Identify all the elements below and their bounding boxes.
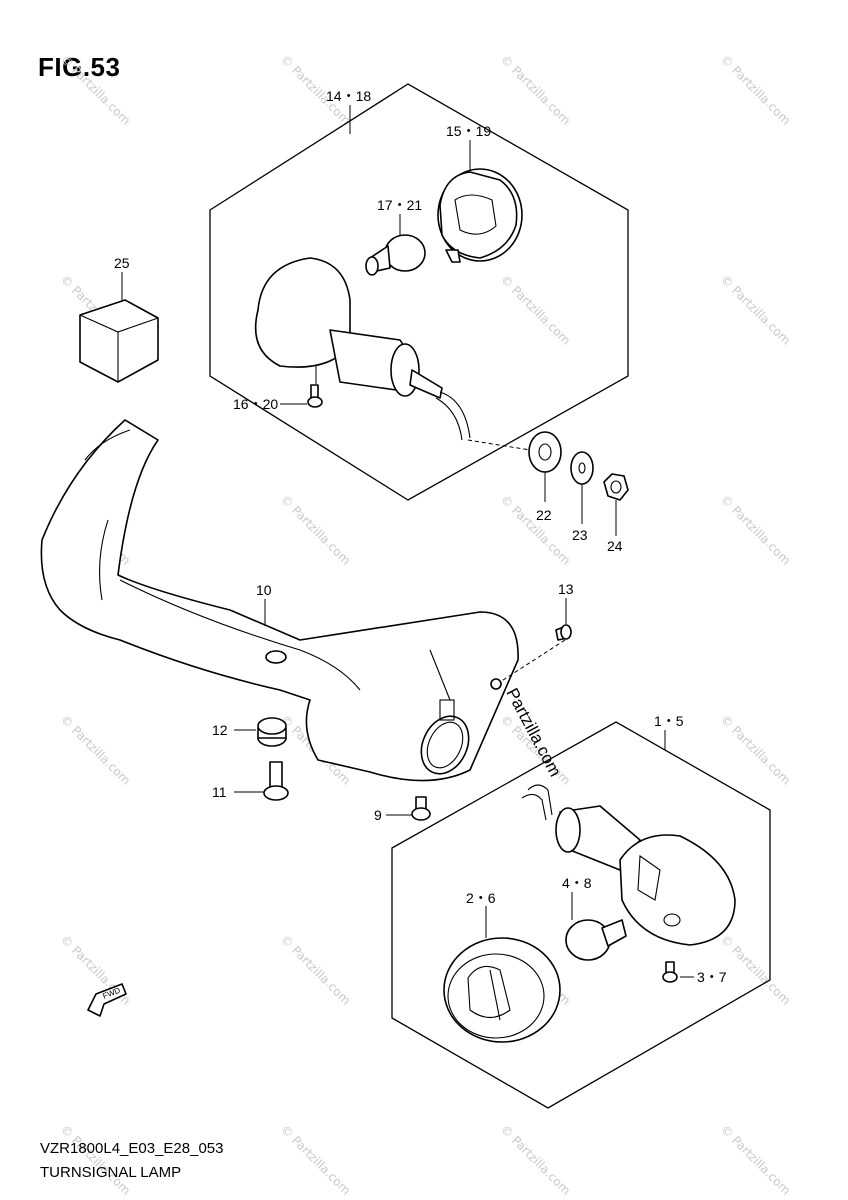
watermark-tile: © Partzilla.com [718,1122,793,1197]
callout-24: 24 [607,538,623,554]
lower-lens[interactable] [443,937,561,1043]
callout-4-8: 4・8 [562,875,592,891]
callout-3-7: 3・7 [697,969,727,985]
turn-signal-bracket[interactable] [40,419,519,782]
watermark-tile: © Partzilla.com [498,1122,573,1197]
grommet[interactable] [257,717,287,747]
lower-signal-body[interactable] [521,784,736,946]
lower-lens-screw[interactable] [662,961,678,983]
mount-bolt[interactable] [263,761,289,801]
rubber-washer[interactable] [528,431,562,473]
upper-signal-body[interactable] [254,257,471,441]
watermark-tile: © Partzilla.com [278,1122,353,1197]
upper-screw[interactable] [307,384,323,408]
callout-2-6: 2・6 [466,890,496,906]
watermark-tile: © Partzilla.com [278,932,353,1007]
callout-9: 9 [374,807,382,823]
watermark-tile: © Partzilla.com [58,1122,133,1197]
watermark-tile: © Partzilla.com [58,712,133,787]
leader-lines [121,105,694,978]
callout-13: 13 [558,581,574,597]
callout-25: 25 [114,255,130,271]
callout-14-18: 14・18 [326,88,371,104]
callout-11: 11 [212,784,227,800]
figure-title: FIG.53 [38,52,121,82]
watermark-tile: © Partzilla.com [718,52,793,127]
callout-23: 23 [572,527,588,543]
watermark-tile: © Partzilla.com [498,52,573,127]
flat-washer[interactable] [570,451,594,485]
watermark-tile: © Partzilla.com [718,712,793,787]
watermark-tile: © Partzilla.com [718,932,793,1007]
callout-22: 22 [536,507,552,523]
nut[interactable] [603,473,629,501]
callout-12: 12 [212,722,228,738]
model-code: VZR1800L4_E03_E28_053 [40,1140,224,1157]
watermark-tile: © Partzilla.com [58,52,133,127]
fwd-arrow-icon: FWD [87,983,127,1017]
lower-screw[interactable] [411,796,431,821]
callout-10: 10 [256,582,272,598]
watermark-tile: © Partzilla.com [718,272,793,347]
callout-17-21: 17・21 [377,197,422,213]
watermark-tile: © Partzilla.com [278,492,353,567]
upper-bulb[interactable] [365,234,426,276]
upper-lens-housing[interactable] [437,168,523,263]
callout-16-20: 16・20 [233,396,278,412]
lower-assembly-box [391,721,771,1109]
upper-assembly-box [209,83,629,501]
figure-name: TURNSIGNAL LAMP [40,1164,182,1181]
relay[interactable] [79,299,159,383]
watermark-tile: © Partzilla.com [498,272,573,347]
callout-15-19: 15・19 [446,123,491,139]
watermark-tile: © Partzilla.com [498,492,573,567]
callout-1-5: 1・5 [654,713,684,729]
lower-bulb[interactable] [565,919,627,961]
bracket-screw[interactable] [555,624,572,641]
watermark-tile: © Partzilla.com [718,492,793,567]
